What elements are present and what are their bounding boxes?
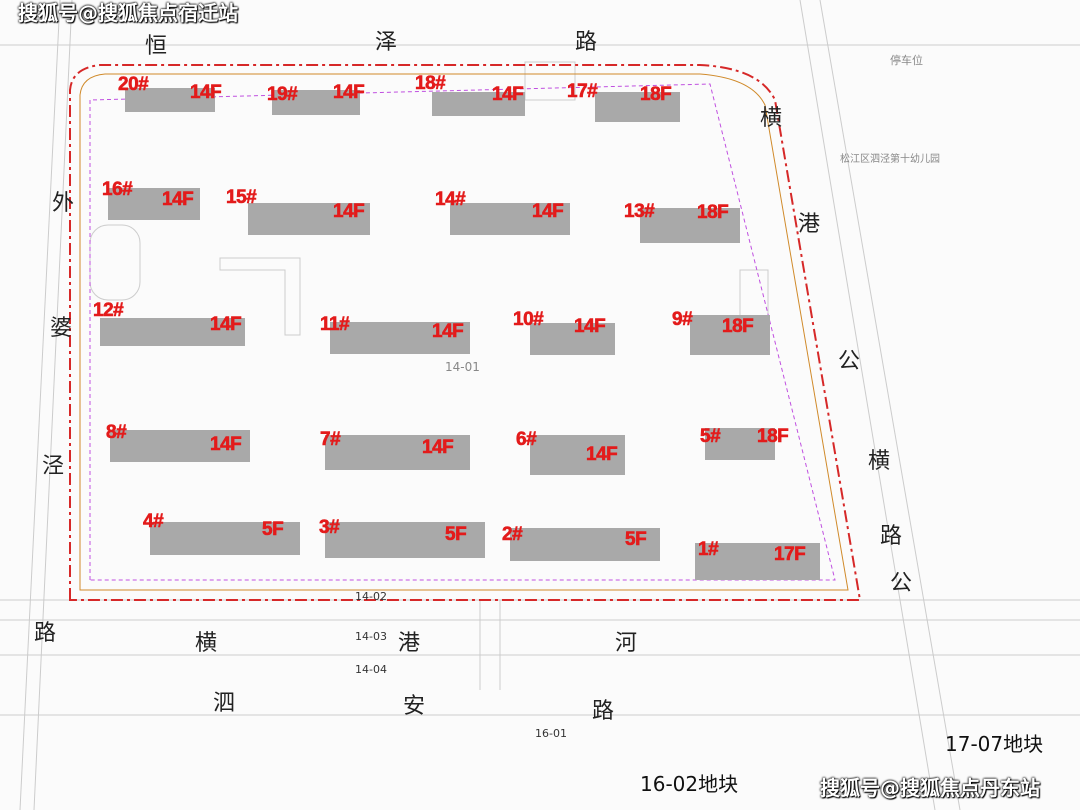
building-floors: 18F [640,84,672,106]
building-footprint [248,203,370,235]
lot-label: 14-04 [355,663,387,676]
road-char: 公 [838,349,861,374]
road-char: 泗 [213,691,236,716]
watermark-top: 搜狐号@搜狐焦点宿迁站 [18,1,238,25]
building-floors: 18F [722,316,754,338]
road-char: 路 [592,699,615,724]
building-number: 6# [516,429,537,451]
road-char: 婆 [50,316,73,341]
building-footprint [100,318,245,346]
building-footprint [595,92,680,122]
building-number: 4# [143,511,164,533]
building-floors: 14F [333,201,365,223]
road-char: 横 [868,449,891,474]
lot-label: 14-01 [445,360,480,374]
parking-label: 停车位 [890,54,923,67]
plot-label-east: 17-07地块 [945,732,1044,756]
building-floors: 14F [492,84,524,106]
building-floors: 5F [262,519,284,541]
road-char: 泾 [42,454,65,479]
building-number: 17# [567,81,598,103]
road-char: 外 [52,191,75,216]
building-footprint [695,543,820,580]
building-number: 18# [415,73,446,95]
building-footprint [705,428,775,460]
road-char: 河 [615,631,638,656]
building-floors: 5F [445,524,467,546]
building-number: 9# [672,309,693,331]
building-footprint [530,323,615,355]
building-footprint [108,188,200,220]
building-number: 13# [624,201,655,223]
building-floors: 18F [757,426,789,448]
lot-label: 14-03 [355,630,387,643]
road-char: 港 [398,631,421,656]
road-char: 横 [195,631,218,656]
building-number: 5# [700,426,721,448]
building-number: 14# [435,189,466,211]
building-footprint [325,435,470,470]
building-floors: 5F [625,529,647,551]
road-char: 路 [575,30,598,55]
road-char: 泽 [375,30,398,55]
building-floors: 14F [333,82,365,104]
building-number: 1# [698,539,719,561]
building-footprint [450,203,570,235]
building-footprint [640,208,740,243]
building-number: 8# [106,422,127,444]
building-number: 19# [267,84,298,106]
road-char: 路 [34,621,57,646]
building-footprint [110,430,250,462]
building-footprint [530,435,625,475]
building-number: 2# [502,524,523,546]
lot-label: 16-01 [535,727,567,740]
building-number: 12# [93,300,124,322]
building-number: 3# [319,517,340,539]
building-floors: 14F [210,434,242,456]
building-floors: 18F [697,202,729,224]
building-floors: 14F [190,82,222,104]
building-floors: 14F [432,321,464,343]
building-number: 11# [320,314,350,336]
building-footprint [325,522,485,558]
road-char: 横 [760,106,783,131]
road-char: 路 [880,524,903,549]
watermark-bottom: 搜狐号@搜狐焦点丹东站 [820,776,1040,800]
building-number: 10# [513,309,544,331]
building-floors: 14F [162,189,194,211]
building-number: 16# [102,179,133,201]
building-floors: 14F [532,201,564,223]
plot-label-south: 16-02地块 [640,772,739,796]
building-footprint [150,522,300,555]
road-char: 安 [403,694,426,719]
building-number: 20# [118,74,149,96]
lot-label: 14-02 [355,590,387,603]
building-footprint [510,528,660,561]
building-footprint [125,88,215,112]
kindergarten-label: 松江区泗泾第十幼儿园 [840,154,940,165]
building-floors: 14F [574,316,606,338]
building-floors: 14F [586,444,618,466]
building-footprint [272,90,360,115]
building-number: 15# [226,187,257,209]
building-floors: 14F [210,314,242,336]
road-char: 恒 [145,34,168,59]
building-number: 7# [320,429,341,451]
road-char: 公 [890,571,913,596]
building-floors: 14F [422,437,454,459]
building-footprint [432,92,525,116]
road-char: 港 [798,212,821,237]
building-footprint [330,322,470,354]
building-footprint [690,315,770,355]
building-floors: 17F [774,544,806,566]
